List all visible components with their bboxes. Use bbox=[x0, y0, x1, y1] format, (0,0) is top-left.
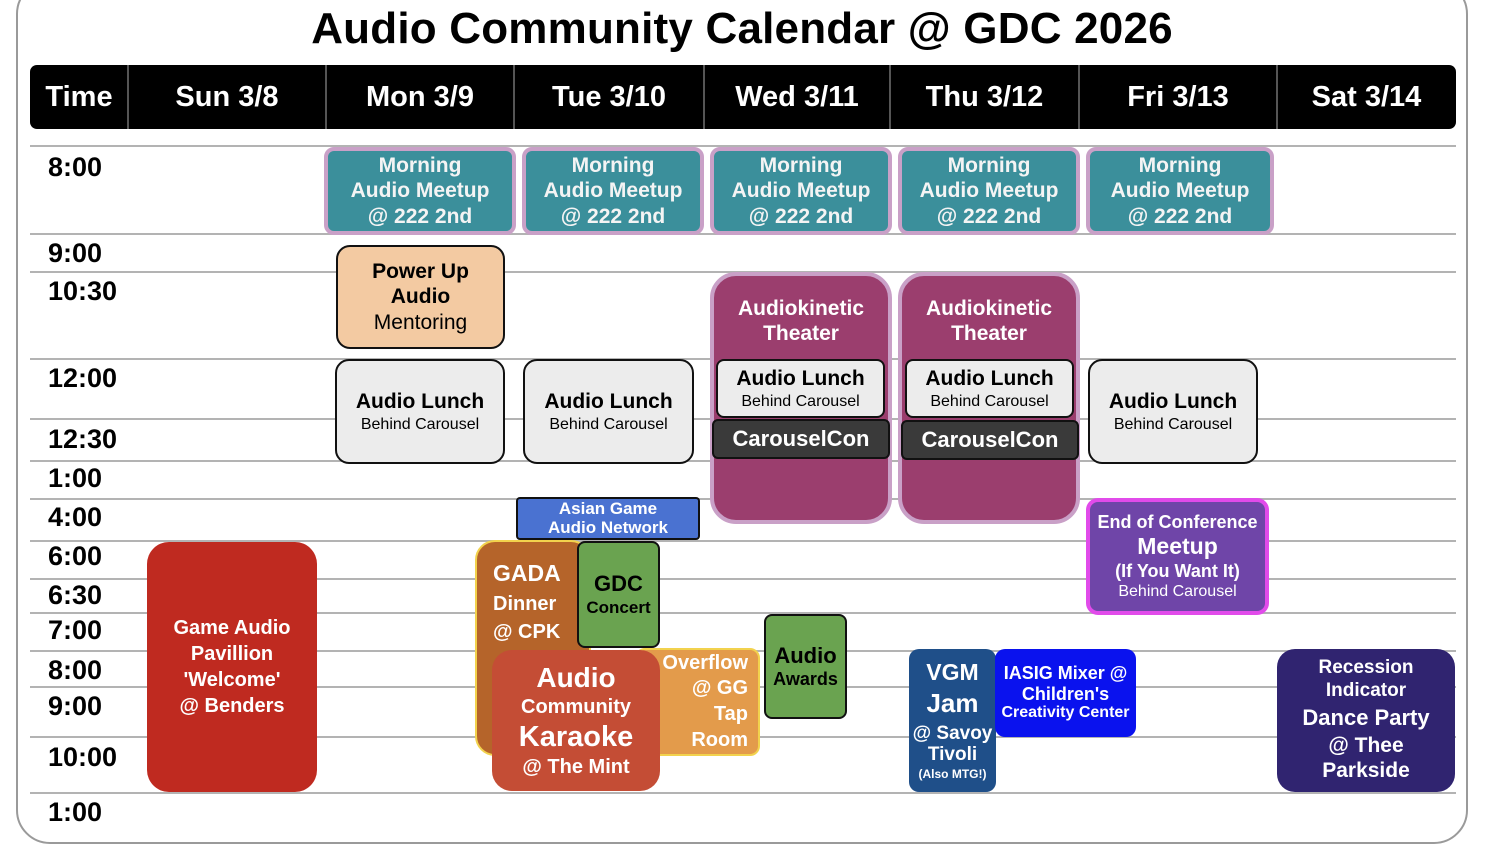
event-audio-community-karaoke[interactable]: Audio Community Karaoke @ The Mint bbox=[492, 650, 660, 791]
time-label: 1:00 bbox=[48, 463, 103, 493]
time-label: 8:00 bbox=[48, 655, 103, 685]
time-label: 12:00 bbox=[48, 363, 118, 393]
time-label: 1:00 bbox=[48, 797, 103, 827]
time-label: 8:00 bbox=[48, 152, 103, 182]
time-label: 6:30 bbox=[48, 580, 103, 610]
event-morning-meetup-wed[interactable]: Morning Audio Meetup @ 222 2nd bbox=[710, 147, 892, 235]
grid-line bbox=[30, 540, 1456, 542]
event-asian-game-audio-network[interactable]: Asian Game Audio Network bbox=[516, 497, 700, 540]
event-morning-meetup-fri[interactable]: Morning Audio Meetup @ 222 2nd bbox=[1086, 147, 1274, 235]
header-day-fri: Fri 3/13 bbox=[1127, 80, 1229, 113]
header-day-sun: Sun 3/8 bbox=[175, 80, 279, 113]
event-power-up-audio[interactable]: Power Up Audio Mentoring bbox=[336, 245, 505, 349]
header-divider bbox=[325, 65, 327, 129]
event-morning-meetup-mon[interactable]: Morning Audio Meetup @ 222 2nd bbox=[324, 147, 516, 235]
event-gdc-concert[interactable]: GDC Concert bbox=[577, 541, 660, 648]
event-audio-lunch-thu[interactable]: Audio Lunch Behind Carousel bbox=[905, 359, 1074, 418]
event-end-of-conference-meetup[interactable]: End of Conference Meetup (If You Want It… bbox=[1086, 498, 1269, 615]
time-label: 10:30 bbox=[48, 276, 118, 306]
event-morning-meetup-thu[interactable]: Morning Audio Meetup @ 222 2nd bbox=[898, 147, 1080, 235]
header-divider bbox=[513, 65, 515, 129]
header-divider bbox=[1078, 65, 1080, 129]
event-audio-lunch-tue[interactable]: Audio Lunch Behind Carousel bbox=[523, 359, 694, 464]
header-day-sat: Sat 3/14 bbox=[1311, 80, 1422, 113]
header-day-wed: Wed 3/11 bbox=[735, 80, 859, 113]
event-audio-lunch-wed[interactable]: Audio Lunch Behind Carousel bbox=[716, 359, 885, 418]
time-label: 12:30 bbox=[48, 424, 118, 454]
header-day-tue: Tue 3/10 bbox=[552, 80, 666, 113]
grid-line bbox=[30, 612, 1456, 614]
time-label: 9:00 bbox=[48, 691, 103, 721]
grid-line bbox=[30, 792, 1456, 794]
header-day-thu: Thu 3/12 bbox=[925, 80, 1044, 113]
event-iasig-mixer[interactable]: IASIG Mixer @ Children's Creativity Cent… bbox=[995, 649, 1136, 737]
event-morning-meetup-tue[interactable]: Morning Audio Meetup @ 222 2nd bbox=[522, 147, 704, 235]
event-carouselcon-thu[interactable]: CarouselCon bbox=[901, 420, 1079, 460]
header-time: Time bbox=[45, 80, 113, 113]
event-carouselcon-wed[interactable]: CarouselCon bbox=[712, 419, 890, 459]
time-label: 10:00 bbox=[48, 742, 118, 772]
event-audio-awards[interactable]: Audio Awards bbox=[764, 614, 847, 719]
header-bar bbox=[30, 65, 1456, 129]
event-audio-lunch-mon[interactable]: Audio Lunch Behind Carousel bbox=[335, 359, 505, 464]
header-day-mon: Mon 3/9 bbox=[366, 80, 474, 113]
header-divider bbox=[127, 65, 129, 129]
grid-line bbox=[30, 145, 1456, 147]
time-label: 6:00 bbox=[48, 541, 103, 571]
time-label: 9:00 bbox=[48, 238, 103, 268]
event-recession-indicator-dance-party[interactable]: Recession Indicator Dance Party @ Thee P… bbox=[1277, 649, 1455, 792]
header-divider bbox=[1276, 65, 1278, 129]
header-divider bbox=[703, 65, 705, 129]
time-label: 4:00 bbox=[48, 502, 103, 532]
grid-line bbox=[30, 578, 1456, 580]
time-label: 7:00 bbox=[48, 615, 103, 645]
header-divider bbox=[889, 65, 891, 129]
event-game-audio-pavillion[interactable]: Game Audio Pavillion 'Welcome' @ Benders bbox=[147, 542, 317, 792]
page-title: Audio Community Calendar @ GDC 2026 bbox=[311, 4, 1173, 53]
event-vgm-jam[interactable]: VGM Jam @ Savoy Tivoli (Also MTG!) bbox=[909, 649, 996, 792]
event-audio-lunch-fri[interactable]: Audio Lunch Behind Carousel bbox=[1088, 359, 1258, 464]
